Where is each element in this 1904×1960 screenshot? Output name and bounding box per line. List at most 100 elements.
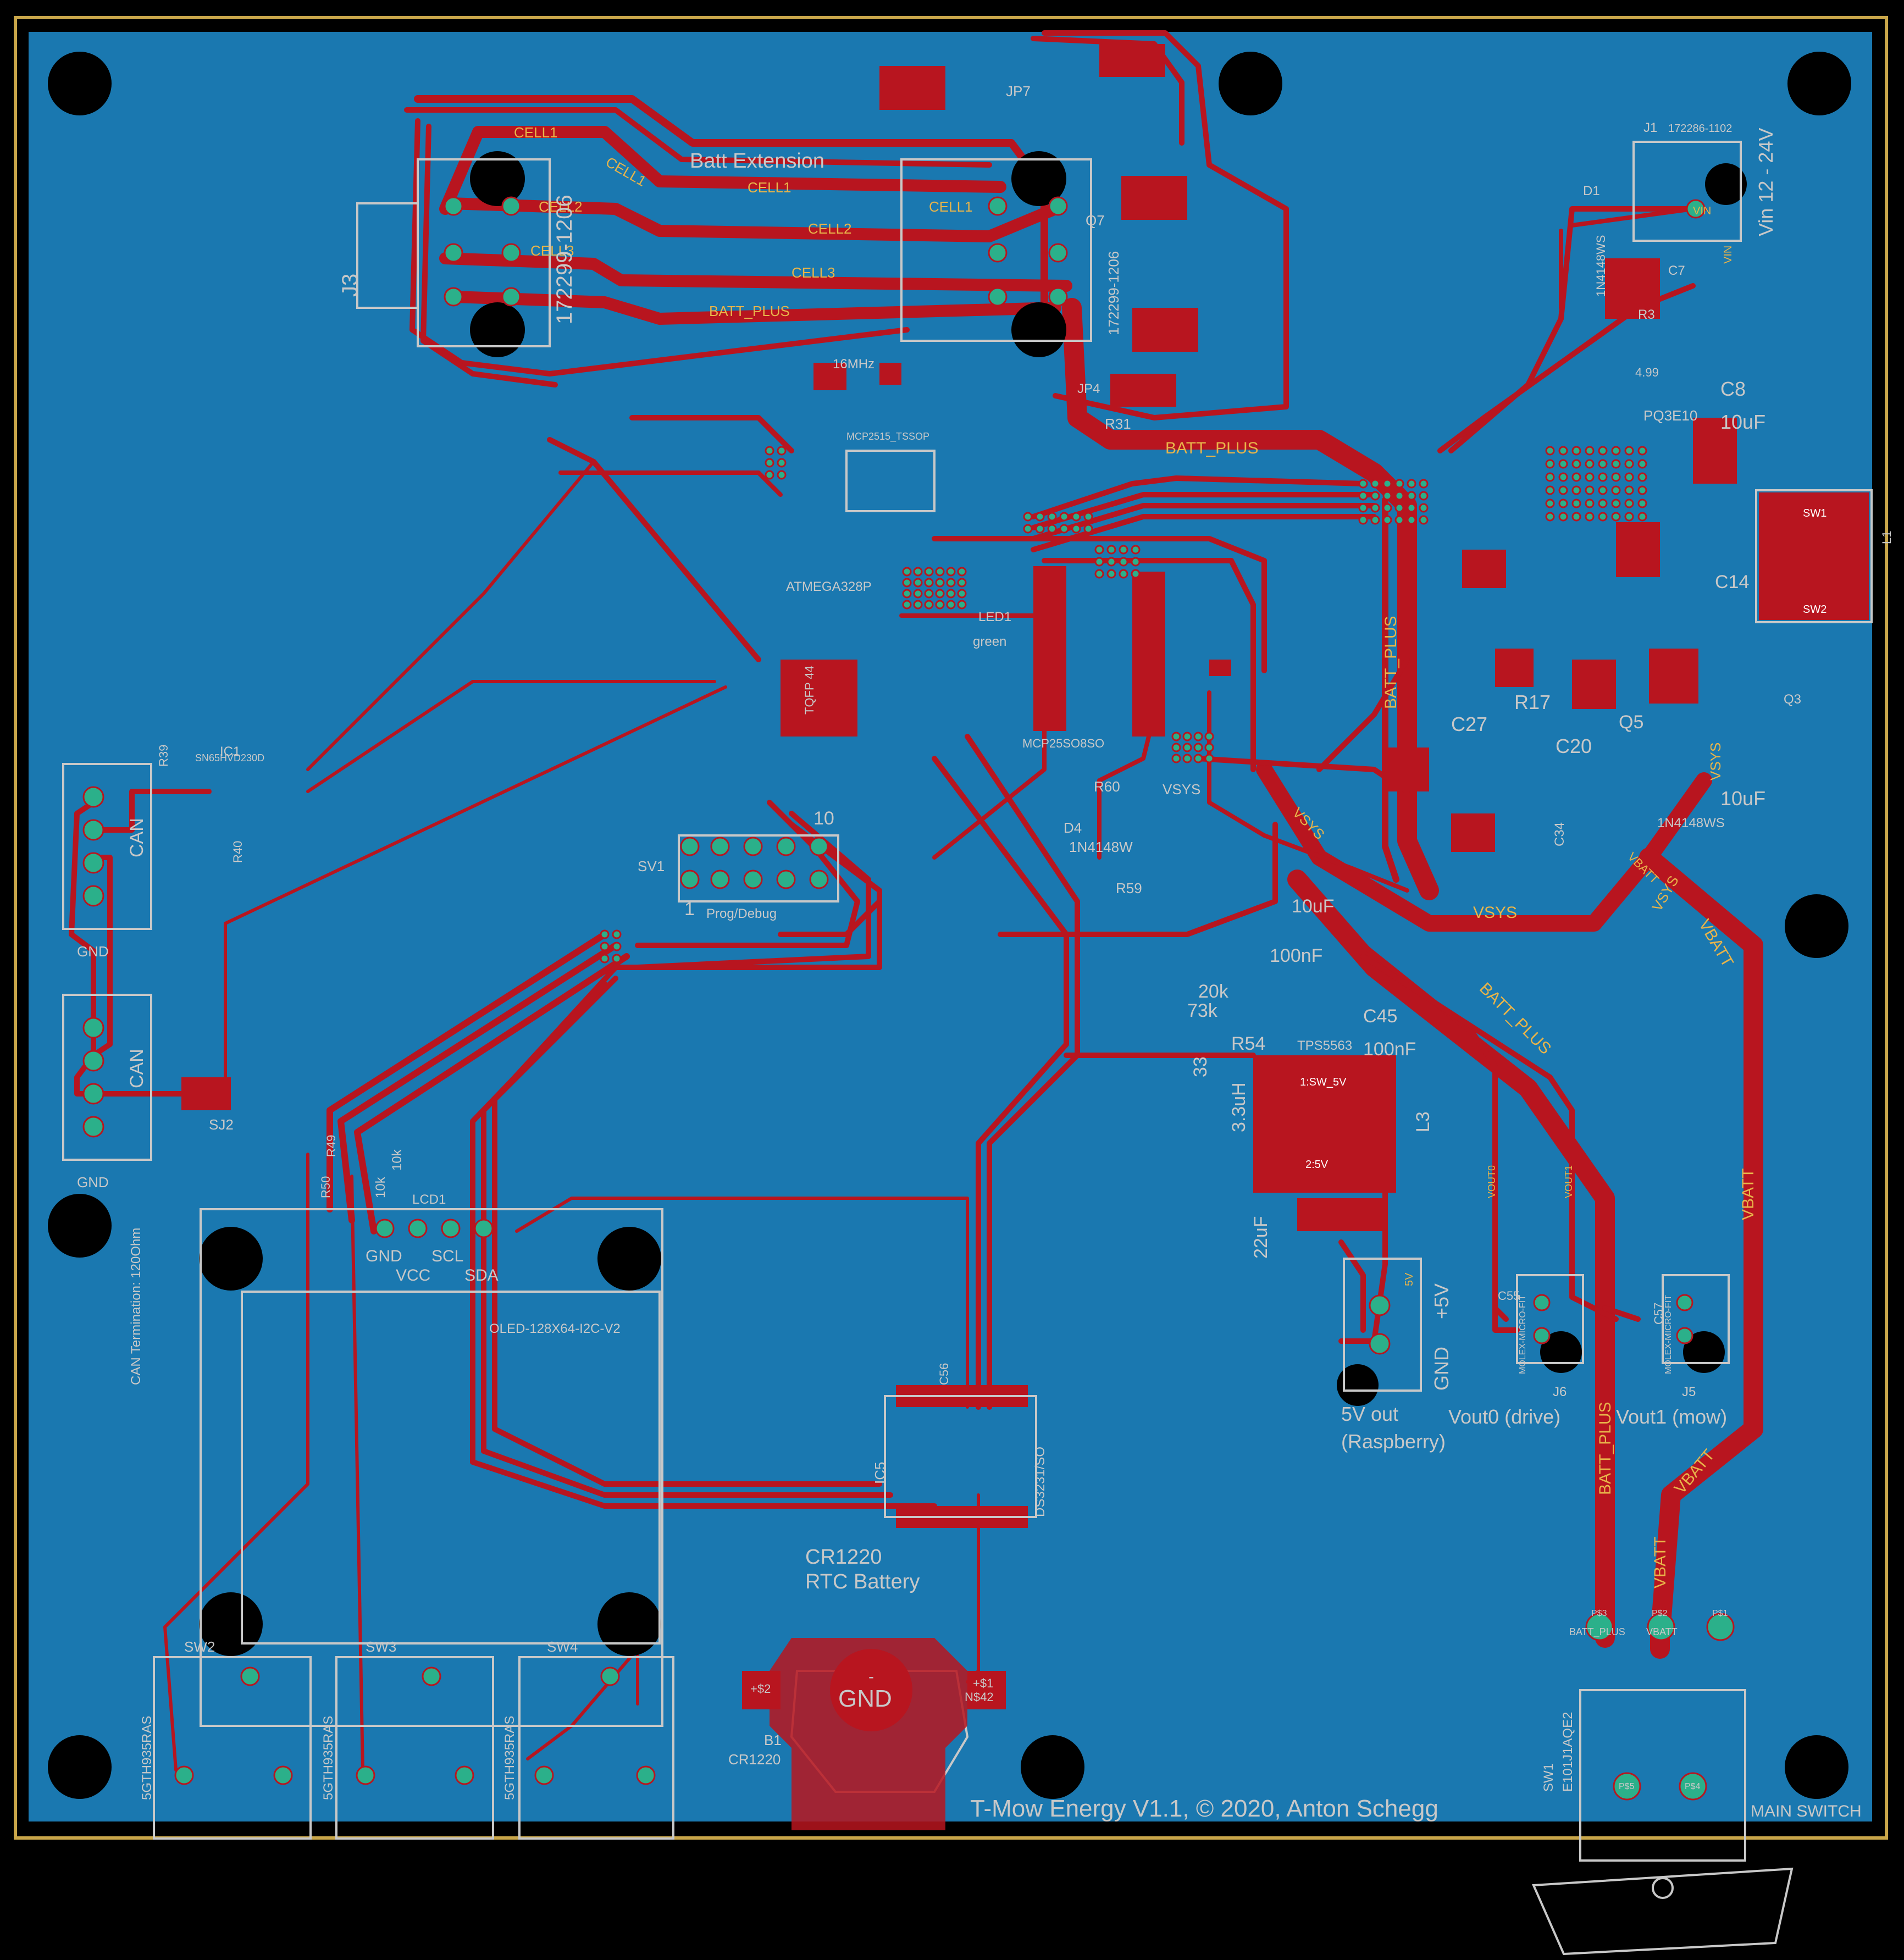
led-label: LED1 [978,610,1011,624]
via [957,600,967,610]
via [1585,512,1595,522]
via [1059,524,1069,534]
j5-label: J5 [1682,1385,1696,1399]
via [1023,512,1033,522]
via [902,589,912,599]
mount-hole-6 [48,1735,112,1799]
lcd-gnd: GND [366,1247,402,1265]
lcd-sda: SDA [464,1266,499,1284]
rtc-outline [884,1395,1037,1518]
q7-label: Q7 [1086,212,1105,229]
via [1394,503,1404,513]
via [1094,557,1104,567]
c57-label: C57 [1652,1303,1665,1325]
via [1545,446,1555,456]
via [1545,459,1555,469]
mount-hole-3 [1787,52,1851,115]
via [1624,446,1634,456]
net-vbatt-d: VBATT [1651,1537,1669,1588]
j2-outline [900,158,1092,342]
l1-label: L1 [1880,531,1894,544]
via [1047,512,1057,522]
c45-val: 100nF [1363,1039,1416,1060]
pin-p5: P$5 [1619,1782,1635,1791]
pad-s42: N$42 [965,1690,994,1704]
via [1558,485,1568,495]
via [902,600,912,610]
r3-label: R3 [1638,307,1655,322]
via [946,589,956,599]
sj2-label: SJ2 [209,1116,234,1133]
c7-label: C7 [1668,263,1685,278]
sw4-part: 5GTH935RAS [502,1716,517,1800]
net-vbatt-b: VBATT [1739,1169,1757,1220]
board-outline [14,16,1888,1840]
pad-s2: +$2 [750,1682,771,1696]
via [1394,491,1404,501]
via [1558,512,1568,522]
5v-conn-outline [1343,1258,1422,1392]
via [1204,754,1214,763]
via [1204,732,1214,741]
silk-text: Batt Extension J3 172299-1206 172299-120… [77,83,1894,1822]
r54-label: R54 [1231,1033,1265,1054]
vout0-label: Vout0 (drive) [1448,1405,1560,1428]
net-batt-plus-c: BATT_PLUS [1382,616,1400,710]
d-1n4148-label: 1N4148WS [1657,816,1725,830]
via [1598,485,1608,495]
l3-pad2: 2:5V [1305,1159,1329,1171]
via [1094,545,1104,555]
batt-extension-label: Batt Extension [690,150,824,173]
via [1358,479,1368,489]
via [1204,743,1214,752]
main-sw-label: SW1 [1541,1763,1556,1792]
via [1193,754,1203,763]
via [1558,472,1568,482]
net-5v: 5V [1403,1272,1415,1286]
5v-out-label: 5V out [1341,1403,1398,1425]
net-labels: CELL1 CELL1 CELL1 CELL1 CELL2 CELL2 CELL… [514,124,1757,1588]
net-batt-plus-a: BATT_PLUS [709,303,790,319]
via [1394,479,1404,489]
via [1624,485,1634,495]
net-vin-b: VIN [1722,246,1734,264]
j1-part: 172286-1102 [1668,123,1732,135]
sw1-pad [1759,492,1869,620]
via [1637,485,1647,495]
r50-label: R50 [319,1176,333,1198]
net-cell1-a: CELL1 [514,124,558,141]
prog-debug-label: Prog/Debug [706,906,777,921]
val-100n: 100nF [1270,945,1322,966]
via [957,578,967,588]
oled-outline [200,1208,663,1727]
mcu-pkg-label: TQFP 44 [802,666,816,715]
via [1382,503,1392,513]
tps-label: TPS5563 [1297,1038,1352,1053]
via [1382,491,1392,501]
ic5-label: IC5 [872,1462,888,1484]
via [1598,459,1608,469]
pin-p3: P$3 [1591,1609,1607,1618]
rtc-part-label: DS3231/SO [1033,1447,1048,1517]
b1-label: B1 [764,1732,782,1748]
via [935,600,945,610]
via [913,578,923,588]
via [1598,499,1608,508]
l3-inductor-pad [1253,1055,1396,1193]
net-vout1: VOUT1 [1563,1165,1574,1198]
via [1545,499,1555,508]
c34-label: C34 [1552,822,1567,846]
via [1611,446,1621,456]
via [1611,485,1621,495]
via [1358,503,1368,513]
can-term-label: CAN Termination: 120Ohm [129,1228,143,1385]
via [1394,515,1404,525]
net-vin-a: VIN [1693,205,1711,217]
via [1131,569,1141,579]
via [957,567,967,577]
via [612,954,622,964]
via [1094,569,1104,579]
c14-label: C14 [1715,572,1749,593]
pad-s1: +$1 [973,1676,993,1690]
